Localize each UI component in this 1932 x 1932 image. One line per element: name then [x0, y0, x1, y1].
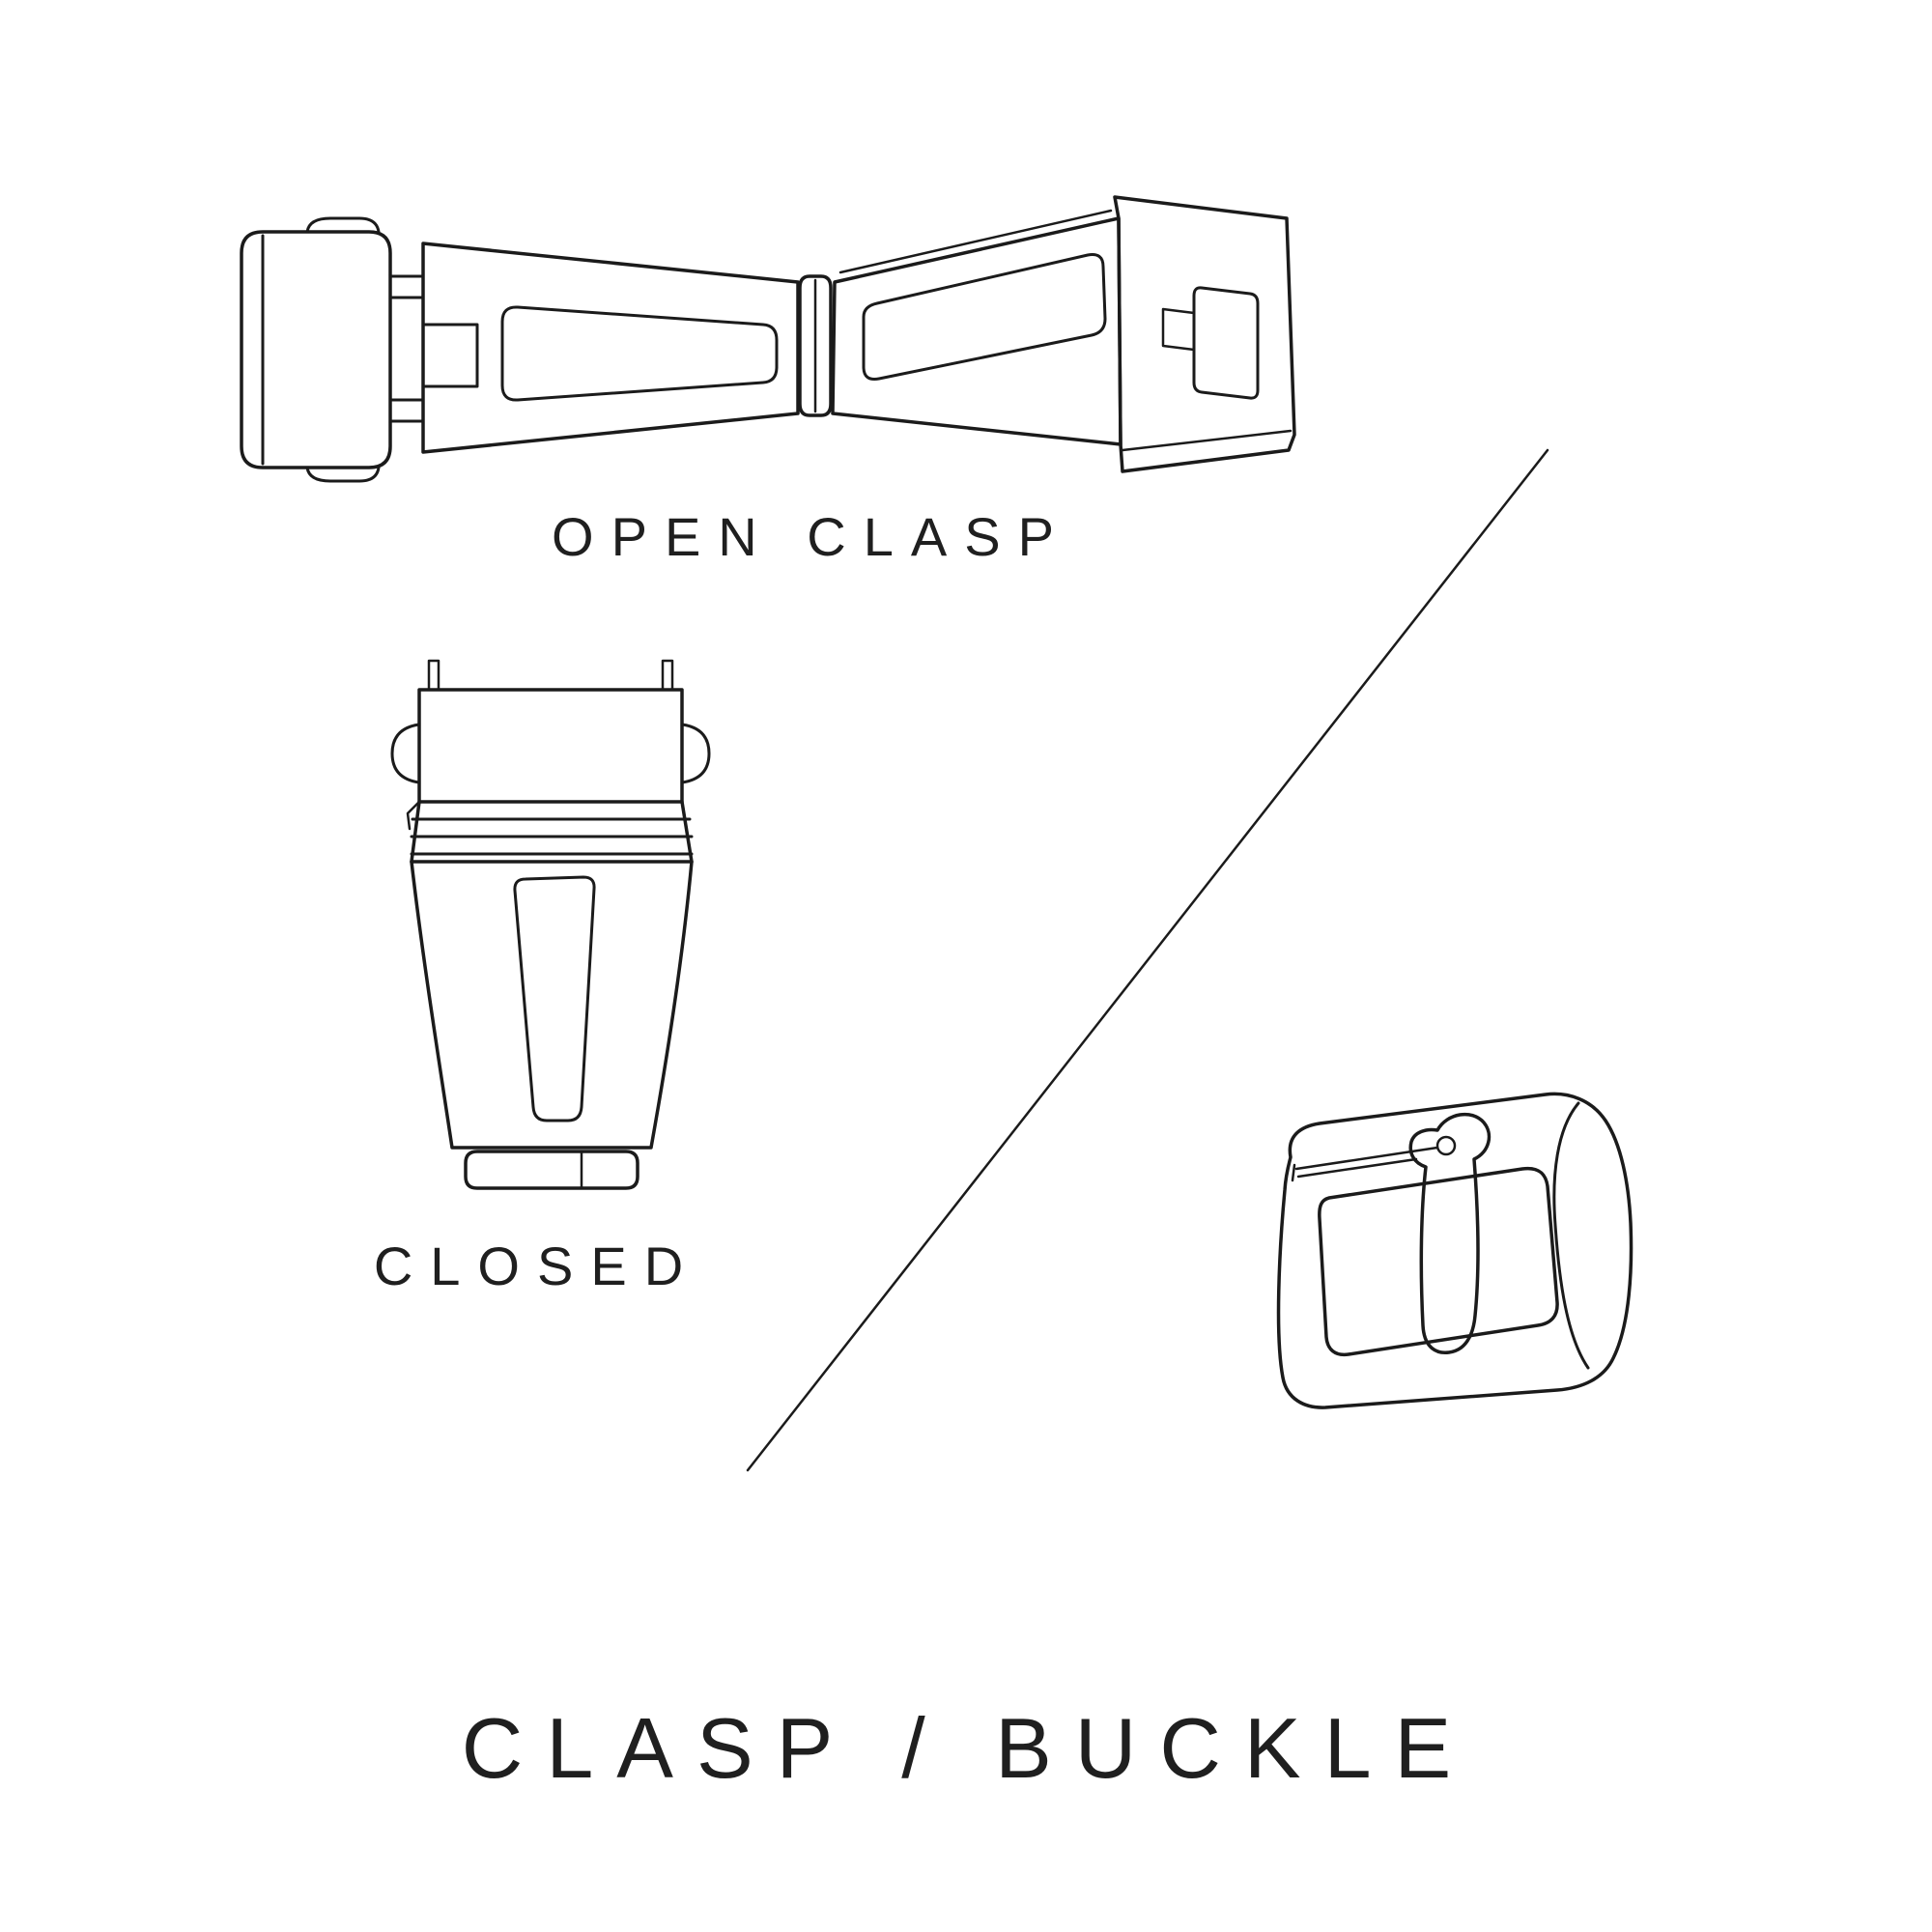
open-clasp-label: OPEN CLASP	[552, 506, 1071, 567]
open-clasp-illustration	[240, 195, 1296, 483]
tang-buckle-illustration	[1276, 1092, 1634, 1409]
closed-clasp-label: CLOSED	[374, 1236, 700, 1296]
diagonal-divider-line	[746, 448, 1549, 1472]
diagram-title: CLASP / BUCKLE	[462, 1700, 1474, 1796]
closed-clasp-illustration	[390, 659, 711, 1190]
